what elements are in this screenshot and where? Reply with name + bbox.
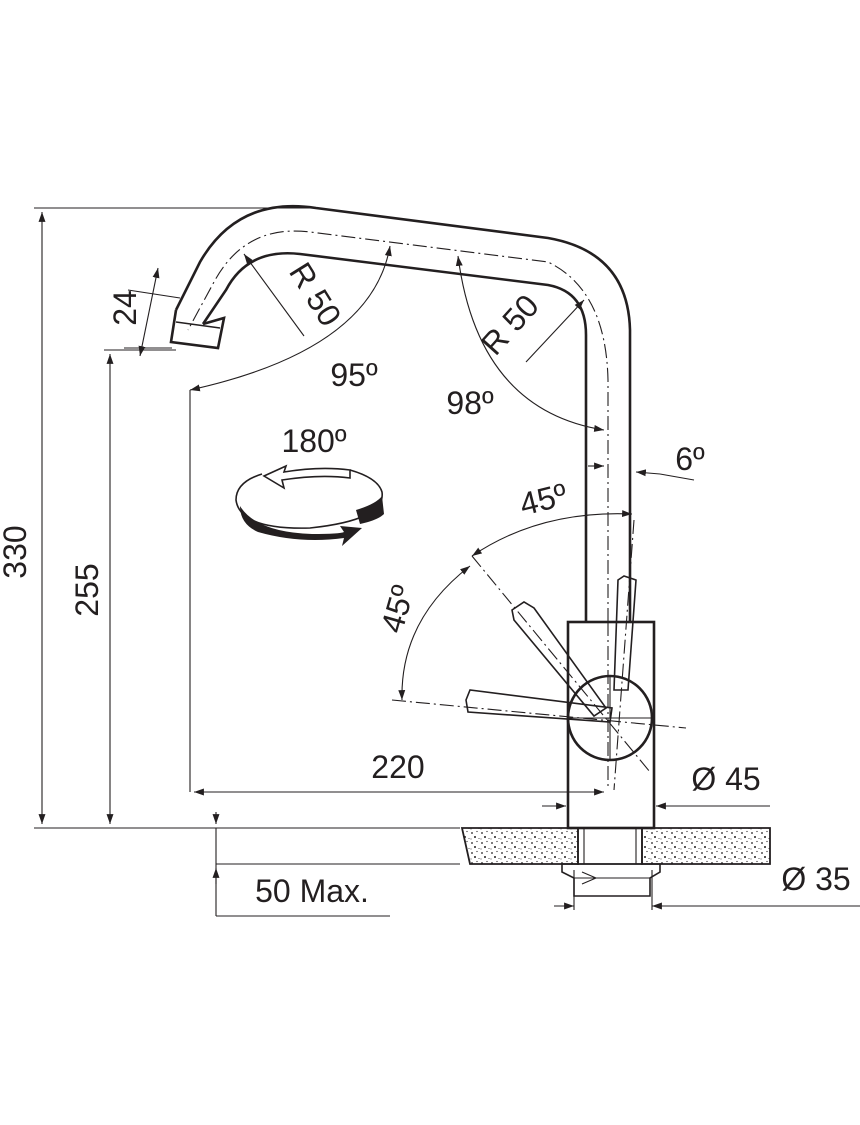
label-angle-left: 95º [330,357,378,393]
dimension-lines [34,207,860,917]
label-body-diameter: Ø 45 [691,761,760,797]
label-lever-side: 45º [374,581,422,637]
label-tilt: 6º [675,441,705,477]
label-lever-up: 45º [516,476,571,522]
label-radius-right: R 50 [474,287,546,361]
label-spout-height: 255 [69,563,105,616]
mixer-lever [465,575,654,762]
label-hole-diameter: Ø 35 [781,861,850,897]
label-reach: 220 [371,749,424,785]
label-angle-right: 98º [446,385,494,421]
swivel-rotation-icon [235,464,384,546]
label-outlet-size: 24 [107,290,143,326]
spout [169,204,632,622]
center-lines [187,230,687,791]
label-radius-left: R 50 [282,256,348,332]
label-worktop-thickness: 50 Max. [255,873,369,909]
worktop [460,827,771,865]
label-swivel: 180º [281,423,346,459]
label-total-height: 330 [0,525,33,578]
